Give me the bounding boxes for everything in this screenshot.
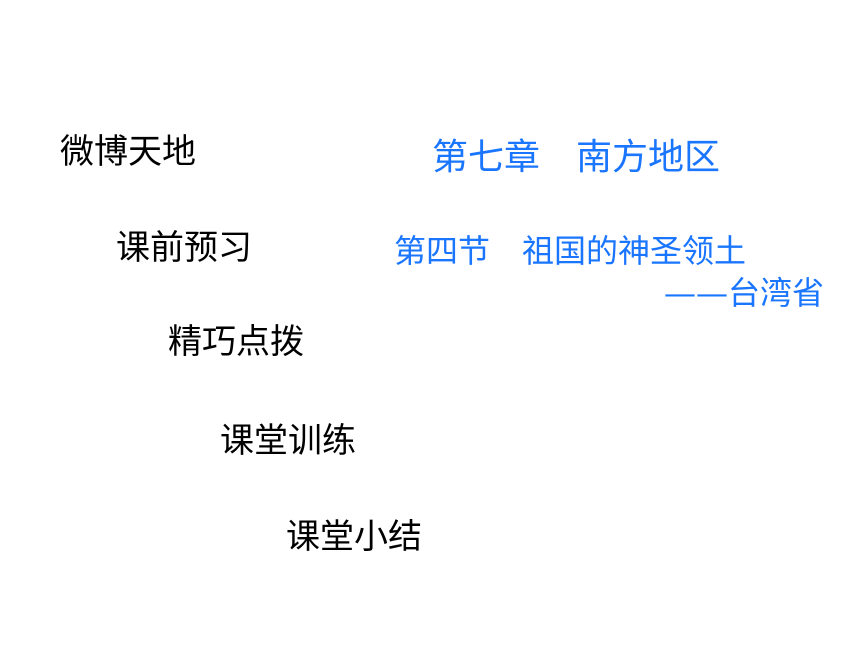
nav-link-summary[interactable]: 课堂小结 — [286, 517, 422, 557]
nav-link-tips[interactable]: 精巧点拨 — [168, 322, 304, 362]
nav-link-training[interactable]: 课堂训练 — [220, 421, 356, 461]
nav-link-weibo[interactable]: 微博天地 — [60, 132, 196, 172]
nav-link-preview[interactable]: 课前预习 — [116, 228, 252, 268]
chapter-title: 第七章 南方地区 — [432, 137, 721, 178]
section-title: 第四节 祖国的神圣领土 — [394, 232, 747, 270]
section-subtitle: ——台湾省 — [663, 274, 824, 312]
